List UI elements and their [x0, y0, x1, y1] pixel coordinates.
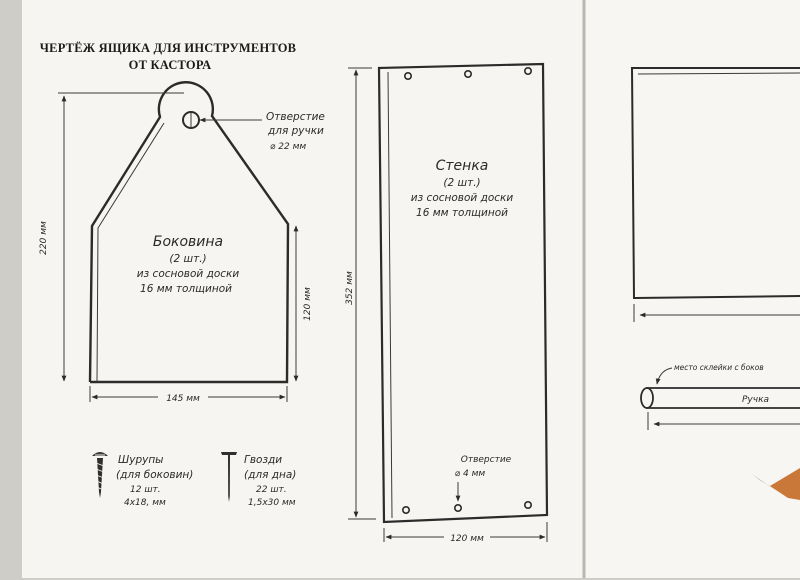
- screws-qty: 12 шт.: [130, 485, 161, 495]
- side-panel-material: из сосновой доски: [137, 268, 240, 280]
- side-panel-thickness-edge: [96, 122, 165, 383]
- wall-panel-width-label: 120 мм: [450, 534, 484, 544]
- wall-panel-thickness: 16 мм толщиной: [416, 207, 508, 219]
- screws-size: 4х18, мм: [124, 498, 166, 508]
- wall-panel-thickness-edge: [387, 71, 393, 519]
- handle-label: Ручка: [742, 395, 769, 405]
- bottom-panel-thickness-edge: [637, 72, 800, 75]
- handle-hole-label-line1: Отверстие: [266, 111, 325, 123]
- wall-panel-hole: [403, 72, 412, 81]
- screws-purpose: (для боковин): [116, 469, 193, 481]
- screws-name: Шурупы: [118, 454, 163, 466]
- side-panel-lower-height-label: 120 мм: [303, 287, 313, 321]
- side-panel-name: Боковина: [153, 234, 223, 250]
- wall-panel-material: из сосновой доски: [411, 192, 514, 204]
- drawing-title-line1: ЧЕРТЁЖ ЯЩИКА ДЛЯ ИНСТРУМЕНТОВ: [40, 41, 296, 55]
- wall-panel-hole: [523, 500, 532, 509]
- wall-panel-hole: [453, 503, 462, 512]
- nails-size: 1,5х30 мм: [248, 498, 296, 508]
- side-panel-thickness: 16 мм толщиной: [140, 283, 232, 295]
- handle-dowel-drawing: [640, 387, 800, 409]
- bottom-panel-drawing: [630, 67, 800, 322]
- side-panel-drawing: [88, 81, 290, 384]
- nail-icon: [221, 452, 237, 502]
- nails-purpose: (для дна): [244, 469, 296, 481]
- wall-panel-height-label: 352 мм: [345, 271, 355, 305]
- wall-panel-width-label-bg: [444, 530, 490, 544]
- nails-qty: 22 шт.: [256, 485, 287, 495]
- bottom-panel-outline: [630, 67, 800, 300]
- small-hole-diameter: ⌀ 4 мм: [455, 469, 486, 479]
- wall-panel-hole: [401, 505, 410, 514]
- wall-panel-name: Стенка: [436, 158, 489, 174]
- wall-panel-outline: [377, 62, 549, 524]
- side-panel-height-label: 220 мм: [39, 221, 49, 255]
- side-panel-width-label-bg: [158, 390, 208, 404]
- pencil-icon: [752, 468, 800, 500]
- small-hole-label-line1: Отверстие: [461, 455, 512, 465]
- handle-hole-diameter: ⌀ 22 мм: [270, 142, 306, 152]
- wall-panel-drawing: [377, 62, 549, 524]
- side-panel-outline: [88, 81, 290, 384]
- glue-note: место склейки с боков: [674, 363, 764, 372]
- handle-hole-label-line2: для ручки: [267, 125, 324, 137]
- drawing-title-line2: ОТ КАСТОРА: [129, 58, 212, 72]
- wall-panel-qty: (2 шт.): [443, 177, 480, 189]
- screw-icon: [92, 452, 108, 498]
- side-panel-width-label: 145 мм: [166, 394, 200, 404]
- nails-name: Гвозди: [244, 454, 282, 466]
- wall-panel-hole: [523, 67, 532, 76]
- wall-panel-height-label-bg: [343, 262, 355, 314]
- right-page: [584, 0, 800, 578]
- glue-note-leader: [655, 367, 673, 385]
- left-page: [22, 0, 584, 578]
- side-panel-qty: (2 шт.): [169, 253, 206, 265]
- wall-panel-hole: [463, 70, 472, 79]
